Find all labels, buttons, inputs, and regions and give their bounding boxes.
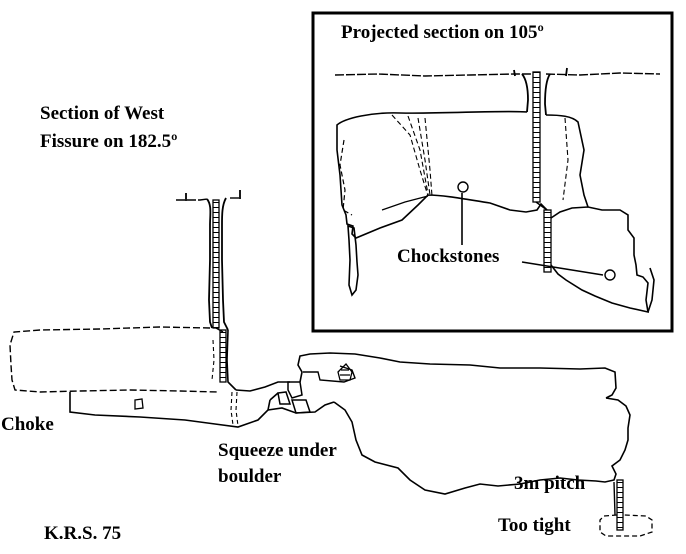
shaft-ladder-lower xyxy=(219,329,227,383)
inset-title: Projected section on 105º xyxy=(341,22,544,43)
upper-step-inner xyxy=(303,365,356,383)
pitch-wall-left xyxy=(613,481,616,516)
too-tight-label: Too tight xyxy=(498,515,571,536)
pitch-label: 3m pitch xyxy=(514,473,586,494)
inset-frame xyxy=(311,11,674,333)
chockstones-label: Chockstones xyxy=(397,246,500,267)
inset-dashed-right xyxy=(562,117,569,201)
floor-nub xyxy=(134,398,144,410)
inset-left-ledge xyxy=(339,139,353,216)
inset-left-pillar xyxy=(347,224,359,297)
inset-chamber-right-wall xyxy=(545,114,589,208)
inset-chamber-outline xyxy=(336,110,649,314)
choke-chamber-right-wall xyxy=(226,329,237,391)
shaft-ladder-link xyxy=(215,327,224,333)
upper-step-roof xyxy=(297,352,617,399)
shaft-left-wall xyxy=(206,198,213,329)
inset-right-column xyxy=(647,267,655,313)
inset-surface-line xyxy=(334,72,661,77)
chockstones-pointer-right xyxy=(521,261,604,276)
squeeze-label-line2: boulder xyxy=(218,466,282,487)
boulder-hatched xyxy=(337,363,353,381)
squeeze-passage xyxy=(267,392,335,414)
inset-entrance-lip-right xyxy=(544,67,568,116)
main-chamber-outline xyxy=(333,397,631,495)
inset-ladder-lower xyxy=(543,209,552,273)
chockstone-lower xyxy=(604,269,616,281)
choke-label: Choke xyxy=(1,414,54,435)
chockstone-upper xyxy=(457,181,469,193)
inset-entrance-lip-left xyxy=(513,69,529,113)
inset-ladder-upper xyxy=(532,71,541,203)
main-title-line2: Fissure on 182.5º xyxy=(40,131,178,152)
too-tight-dashed xyxy=(599,514,653,537)
lower-passage-outline xyxy=(69,392,271,428)
squeeze-label-line1: Squeeze under xyxy=(218,440,337,461)
lower-passage-roof xyxy=(235,381,290,392)
shaft-ladder-upper xyxy=(212,199,220,329)
inset-dashed-fissure xyxy=(391,114,433,197)
credit-label: K.R.S. 75 xyxy=(44,523,122,544)
pitch-ladder xyxy=(616,479,624,531)
choke-chamber-dashed xyxy=(9,326,219,393)
inset-floor-line xyxy=(381,195,429,211)
main-title-line1: Section of West xyxy=(40,103,165,124)
shaft-right-wall xyxy=(221,197,229,331)
dashed-inner xyxy=(211,339,239,427)
inset-ladder-link xyxy=(535,201,548,211)
surface-line xyxy=(176,198,208,201)
